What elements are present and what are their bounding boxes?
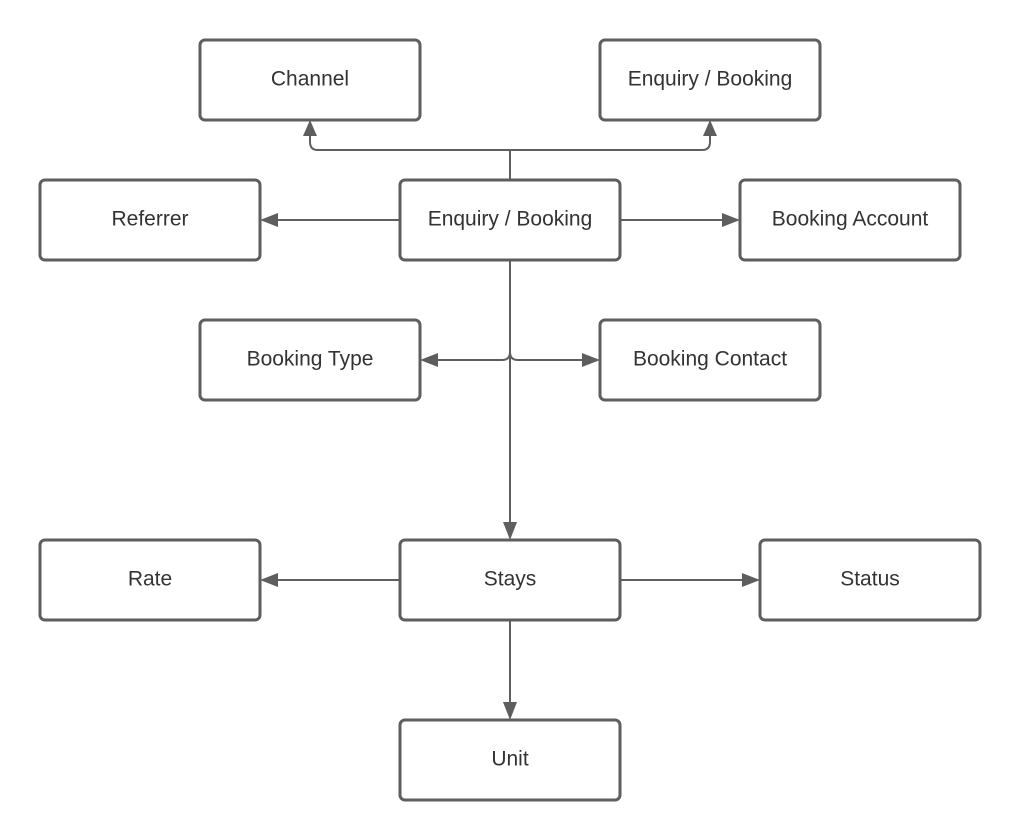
node-enquiry-booking[interactable]: Enquiry / Booking (398, 178, 622, 262)
node-unit[interactable]: Unit (398, 718, 622, 802)
node-rate[interactable]: Rate (38, 538, 262, 622)
node-box (738, 178, 962, 262)
arrow-to-stays (503, 522, 517, 540)
node-label-channel: Channel (271, 68, 349, 91)
edge-enquiry-booking-to-booking-type (436, 351, 511, 361)
node-booking-contact[interactable]: Booking Contact (598, 318, 822, 402)
node-referrer[interactable]: Referrer (38, 178, 262, 262)
node-stays[interactable]: Stays (398, 538, 622, 622)
edge-enquiry-booking-to-channel (309, 128, 511, 180)
node-channel[interactable]: Channel (198, 38, 422, 122)
node-label-rate: Rate (128, 568, 172, 591)
connectors (260, 120, 760, 720)
node-box (398, 718, 622, 802)
node-label-stays: Stays (484, 568, 537, 591)
node-label-booking-type: Booking Type (247, 348, 374, 371)
edge-enquiry-booking-to-booking-contact (509, 351, 584, 361)
edge-enquiry-booking-to-enquiry-booking-parent (510, 128, 711, 151)
arrow-to-enquiry-booking-parent (703, 120, 717, 136)
node-box (38, 538, 262, 622)
node-box (38, 178, 262, 262)
node-box (758, 538, 982, 622)
node-label-referrer: Referrer (111, 208, 188, 231)
node-booking-account[interactable]: Booking Account (738, 178, 962, 262)
node-box (198, 38, 422, 122)
arrow-to-booking-contact (582, 353, 600, 367)
arrow-to-unit (503, 702, 517, 720)
arrow-to-booking-type (420, 353, 438, 367)
node-box (598, 38, 822, 122)
node-box (598, 318, 822, 402)
node-box (198, 318, 422, 402)
node-label-booking-account: Booking Account (772, 208, 929, 231)
node-label-unit: Unit (491, 748, 529, 771)
arrow-to-channel (303, 120, 317, 136)
node-label-enquiry-booking-parent: Enquiry / Booking (628, 68, 793, 91)
node-enquiry-booking-parent[interactable]: Enquiry / Booking (598, 38, 822, 122)
arrow-to-status (742, 573, 760, 587)
node-box (398, 178, 622, 262)
node-label-booking-contact: Booking Contact (633, 348, 787, 371)
node-box (398, 538, 622, 622)
node-status[interactable]: Status (758, 538, 982, 622)
arrow-to-rate (260, 573, 278, 587)
node-booking-type[interactable]: Booking Type (198, 318, 422, 402)
arrow-to-referrer (260, 213, 278, 227)
node-label-enquiry-booking: Enquiry / Booking (428, 208, 593, 231)
arrow-to-booking-account (722, 213, 740, 227)
node-label-status: Status (840, 568, 900, 591)
